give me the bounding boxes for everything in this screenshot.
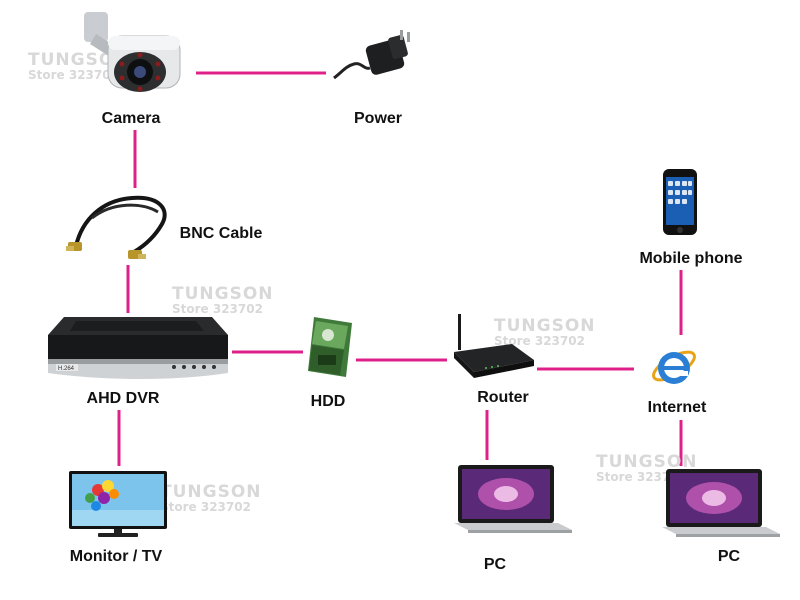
bnc-cable-label: BNC Cable [179, 225, 263, 242]
internet-explorer-icon [652, 350, 696, 384]
mobile-phone-label: Mobile phone [639, 250, 743, 267]
pc-label: PC [717, 548, 741, 565]
security-camera-icon [84, 12, 181, 92]
wifi-router-icon [454, 314, 534, 378]
dvr-recorder-icon: H.264 [48, 317, 228, 379]
router-label: Router [477, 389, 529, 406]
internet-label: Internet [647, 399, 707, 416]
camera-label: Camera [101, 110, 161, 127]
monitor-tv-icon [69, 471, 167, 537]
monitor-tv-label: Monitor / TV [69, 548, 163, 565]
power-label: Power [353, 110, 403, 127]
svg-text:H.264: H.264 [58, 366, 75, 372]
pc-label: PC [483, 556, 507, 573]
bnc-cable-icon [66, 195, 167, 259]
dvr-label: AHD DVR [86, 390, 160, 407]
laptop-icon [454, 465, 572, 533]
smartphone-icon [663, 169, 697, 235]
hdd-label: HDD [310, 393, 346, 410]
laptop-icon [662, 469, 780, 537]
hard-drive-icon [308, 317, 352, 377]
power-adapter-icon [333, 30, 410, 80]
